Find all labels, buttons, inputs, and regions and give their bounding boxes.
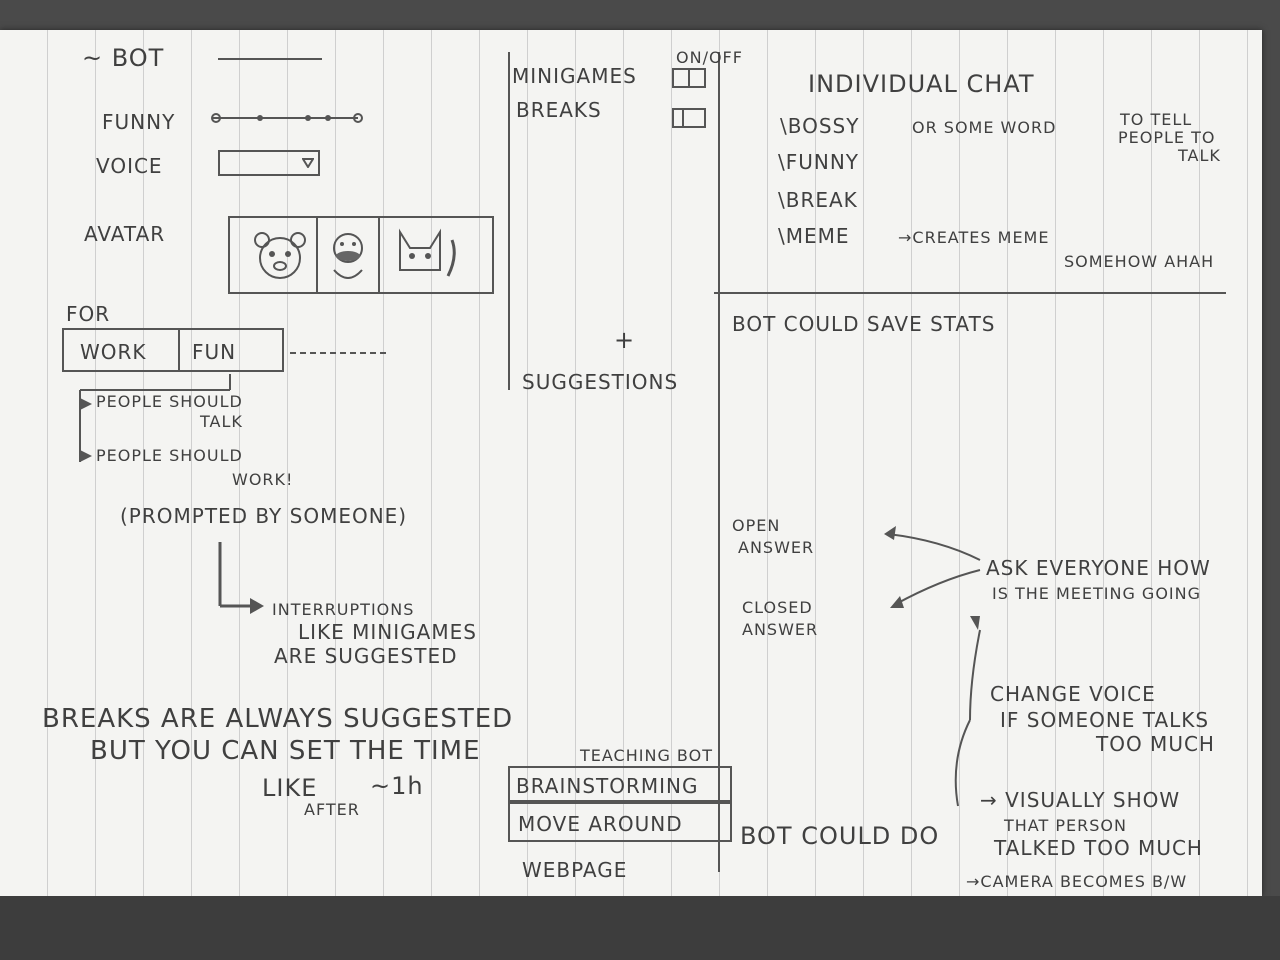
avatar-divider [316, 218, 318, 292]
ask-everyone-line2: IS THE MEETING GOING [992, 584, 1202, 603]
change-voice-line2: IF SOMEONE TALKS [1000, 708, 1210, 732]
avatar-divider [378, 218, 380, 292]
command-meme: \MEME [778, 224, 850, 248]
avatar-picker [228, 216, 494, 294]
chevron-down-icon [302, 158, 314, 168]
branch-arrows [79, 374, 231, 462]
or-some-word-note: OR SOME WORD [912, 118, 1057, 137]
command-bossy: \BOSSY [780, 114, 860, 138]
save-stats-note: BOT COULD SAVE STATS [732, 312, 996, 336]
people-should-talk: PEOPLE SHOULD [96, 392, 243, 411]
somehow-note: SOMEHOW AHAH [1064, 252, 1215, 271]
people-should-work-2: WORK! [232, 470, 294, 489]
move-around-item-box[interactable]: MOVE AROUND [508, 802, 732, 842]
cat-avatar-icon[interactable] [390, 226, 460, 290]
add-suggestion-button[interactable]: + [614, 326, 636, 354]
for-label: FOR [66, 302, 111, 326]
bot-title: ~ BOT [82, 44, 165, 72]
right-panel-divider [714, 292, 1226, 294]
interruptions-arrow [218, 542, 264, 614]
breaks-note-line2: BUT YOU CAN SET THE TIME [90, 736, 481, 766]
notebook-sheet [0, 30, 1262, 896]
prompted-note: (PROMPTED BY SOMEONE) [120, 504, 408, 528]
interruptions-line2: LIKE MINIGAMES [298, 620, 477, 644]
bear-avatar-icon[interactable] [250, 228, 310, 288]
teaching-bot-item[interactable]: TEACHING BOT [580, 746, 713, 765]
work-tab[interactable]: WORK [80, 340, 147, 364]
interruptions-line3: ARE SUGGESTED [274, 644, 458, 668]
visually-show-line3: TALKED TOO MUCH [994, 836, 1203, 860]
to-tell-line3: TALK [1178, 146, 1221, 165]
duck-avatar-icon[interactable] [326, 230, 370, 286]
move-around-item: MOVE AROUND [518, 812, 683, 836]
fun-tab[interactable]: FUN [192, 340, 237, 364]
creates-meme-note: →CREATES MEME [898, 228, 1050, 247]
command-break: \BREAK [778, 188, 858, 212]
ask-everyone-line1: ASK EVERYONE HOW [986, 556, 1211, 580]
middle-panel-right-border [718, 52, 720, 872]
camera-bw-note: →CAMERA BECOMES B/W [966, 872, 1188, 891]
feature-arrows [884, 526, 981, 807]
visually-show-line1: → VISUALLY SHOW [980, 788, 1181, 812]
change-voice-line3: TOO MUCH [1096, 732, 1215, 756]
like-label: LIKE [262, 774, 318, 802]
command-funny: \FUNNY [778, 150, 860, 174]
to-tell-line1: TO TELL [1120, 110, 1193, 129]
voice-dropdown[interactable] [218, 150, 320, 176]
toggle-knob [682, 110, 684, 126]
closed-answer-line1: CLOSED [742, 598, 813, 617]
desk-surface [0, 896, 1280, 960]
webpage-item[interactable]: WEBPAGE [522, 858, 628, 882]
minigames-toggle[interactable] [672, 68, 706, 88]
visually-show-line2: THAT PERSON [1004, 816, 1127, 835]
people-should-work: PEOPLE SHOULD [96, 446, 243, 465]
brainstorming-item: BRAINSTORMING [516, 774, 699, 798]
after-label: AFTER [304, 800, 360, 819]
funny-slider[interactable] [208, 110, 364, 126]
break-time-value[interactable]: ~1h [370, 772, 424, 800]
to-tell-line2: PEOPLE TO [1118, 128, 1216, 147]
breaks-toggle[interactable] [672, 108, 706, 128]
bot-name-field-line [218, 58, 322, 60]
open-answer-line1: OPEN [732, 516, 781, 535]
avatar-label: AVATAR [84, 222, 166, 246]
change-voice-line1: CHANGE VOICE [990, 682, 1156, 706]
toggle-knob [688, 70, 690, 86]
minigames-label: MINIGAMES [512, 64, 637, 88]
mode-tabs: WORK FUN [62, 328, 284, 372]
people-should-talk-2: TALK [200, 412, 243, 431]
individual-chat-title: INDIVIDUAL CHAT [808, 70, 1035, 98]
breaks-label: BREAKS [516, 98, 602, 122]
open-answer-line2: ANSWER [738, 538, 815, 557]
interruptions-line1: INTERRUPTIONS [272, 600, 415, 619]
tab-divider [178, 330, 180, 370]
funny-label: FUNNY [102, 110, 176, 134]
middle-panel-left-border [508, 52, 510, 390]
brainstorming-item-box[interactable]: BRAINSTORMING [508, 766, 732, 802]
breaks-note-line1: BREAKS ARE ALWAYS SUGGESTED [42, 704, 514, 734]
on-off-label: ON/OFF [676, 48, 743, 67]
suggestions-label: SUGGESTIONS [522, 370, 679, 394]
bot-could-do-label: BOT COULD DO [740, 822, 940, 850]
tabs-more-dashes [290, 352, 386, 354]
voice-label: VOICE [96, 154, 163, 178]
closed-answer-line2: ANSWER [742, 620, 819, 639]
